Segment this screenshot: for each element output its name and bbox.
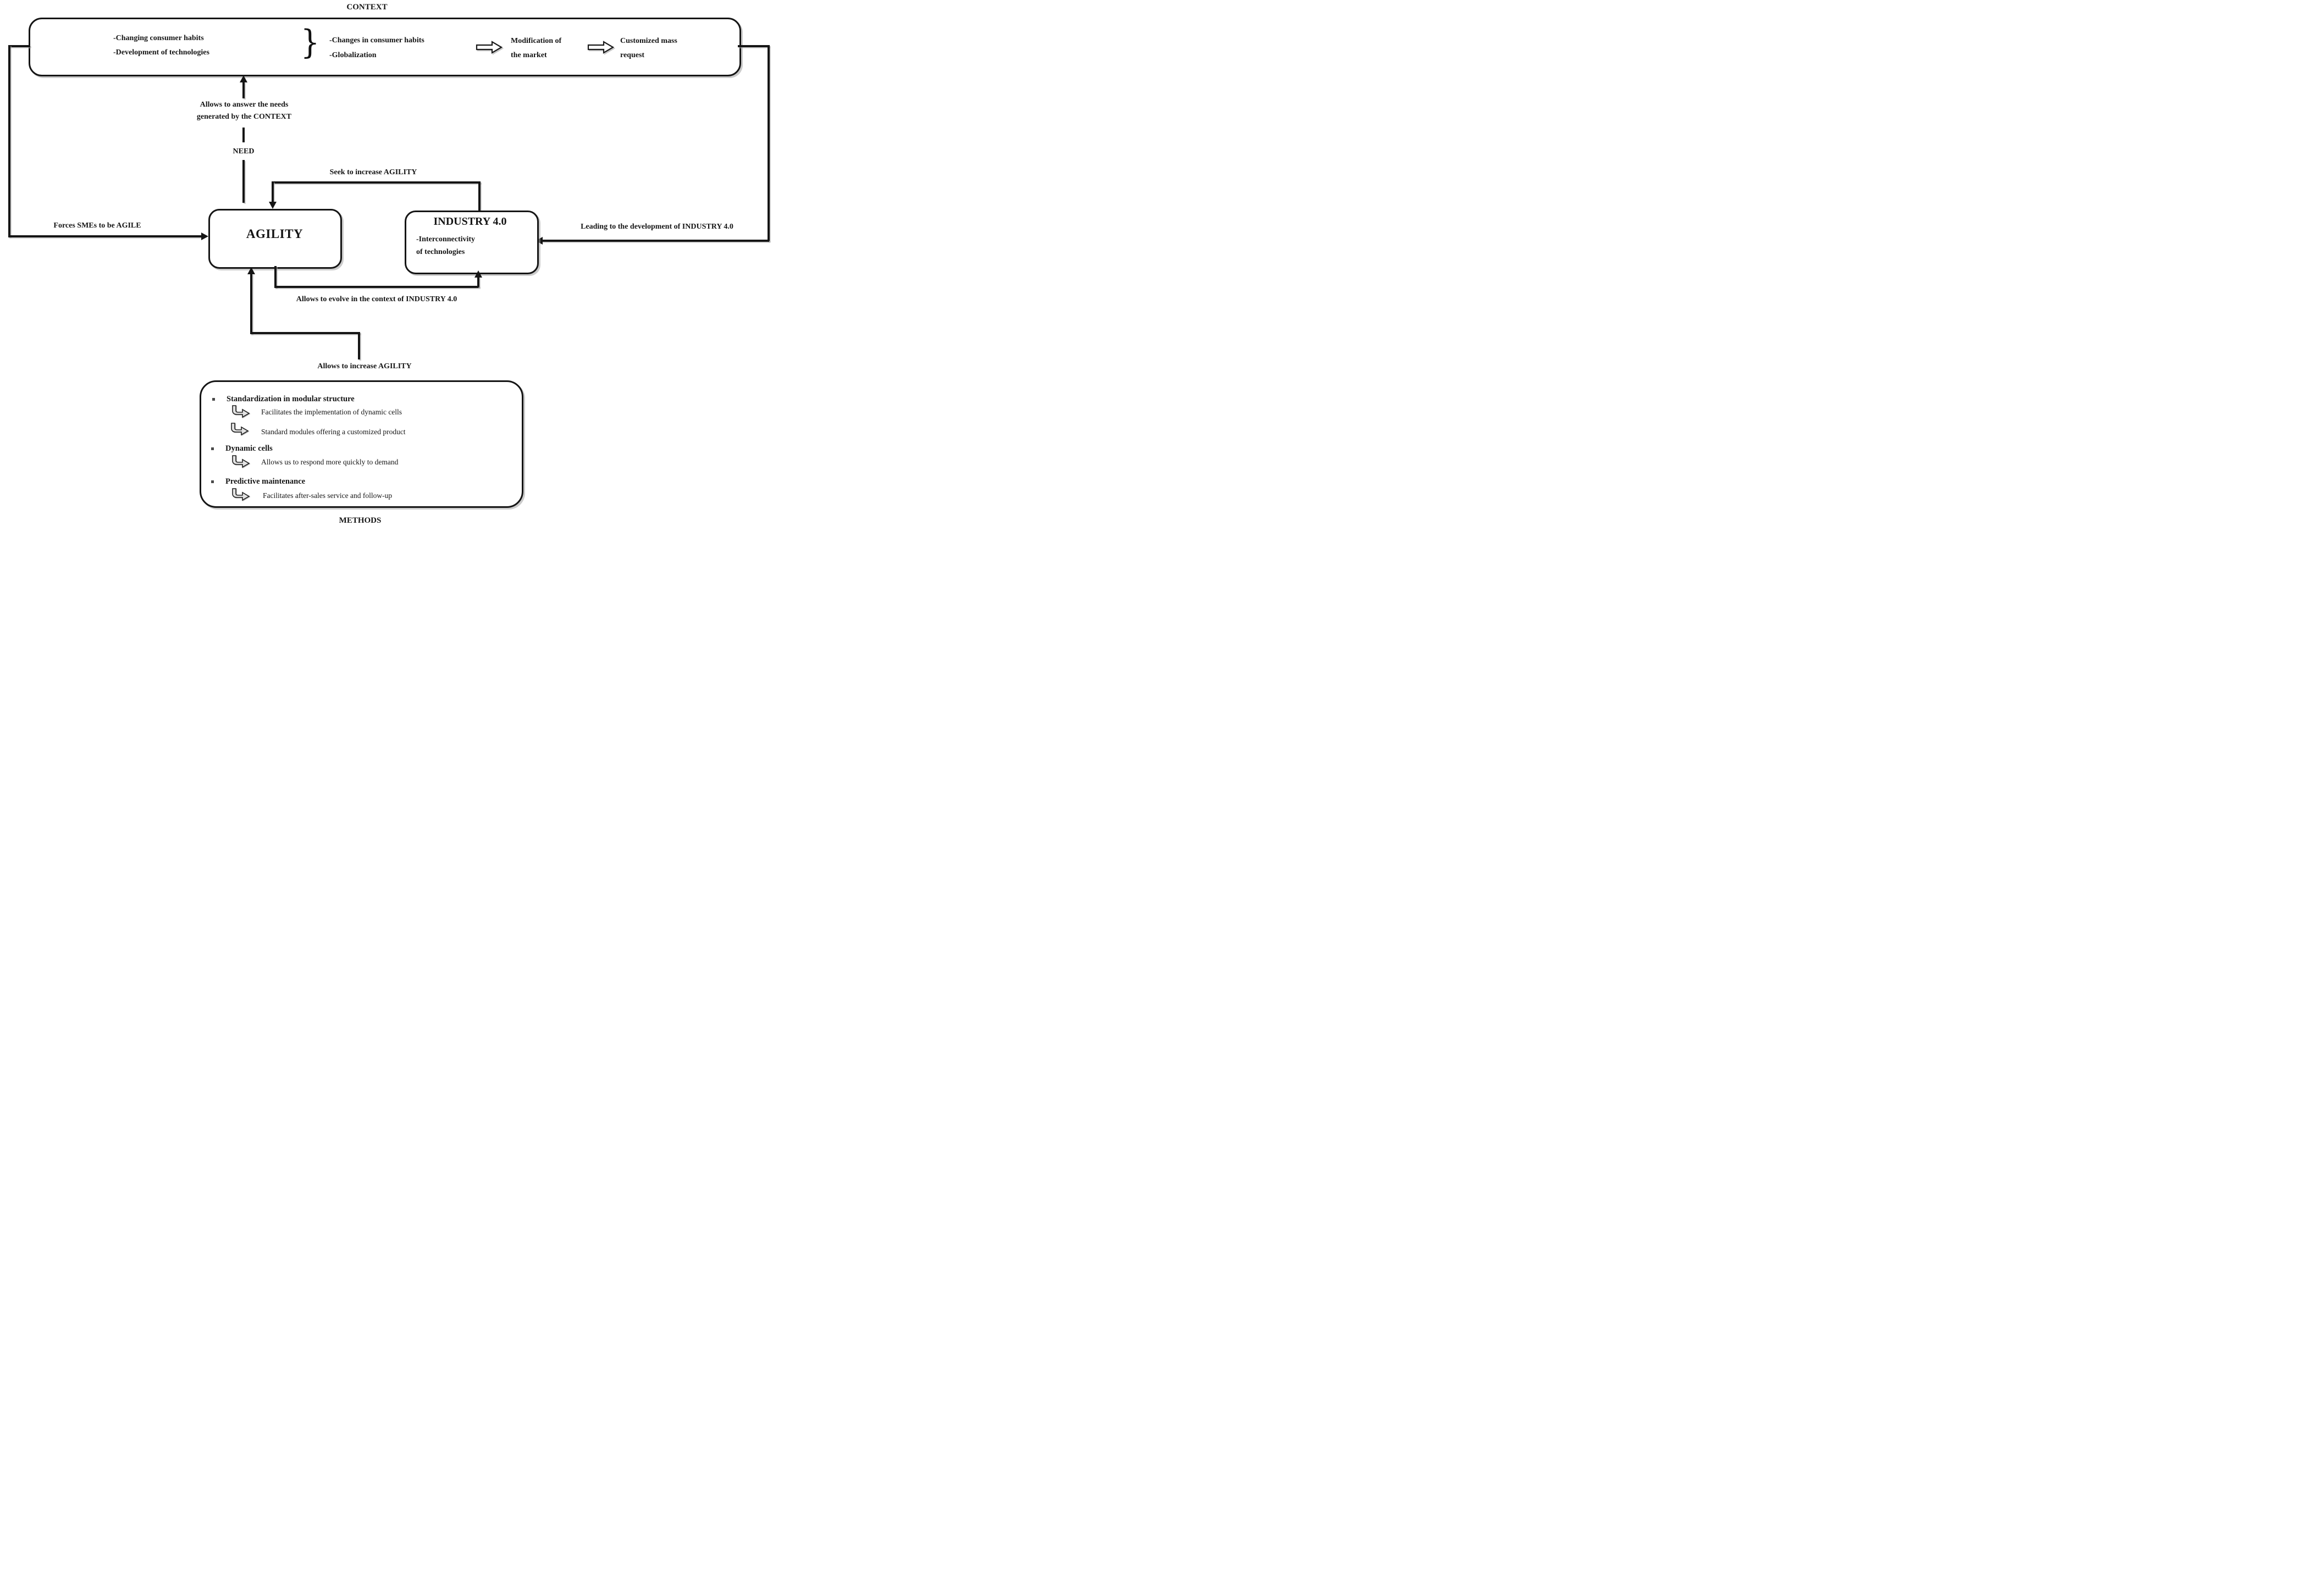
block-arrow-icon (587, 41, 615, 54)
method-item-label: Dynamic cells (225, 444, 273, 453)
block-arrow-icon (476, 41, 503, 54)
evolve-line-right-vertical (477, 277, 479, 287)
increase-line-vertical (250, 274, 252, 334)
method-item-label: Predictive maintenance (225, 477, 306, 486)
request-label-line2: request (620, 51, 645, 59)
industry-title: INDUSTRY 4.0 (433, 215, 507, 228)
industry-sub: -Interconnectivity of technologies (416, 233, 475, 258)
bullet-icon (211, 447, 214, 450)
increase-label: Allows to increase AGILITY (317, 362, 412, 370)
need-note: Allows to answer the needs generated by … (181, 99, 307, 123)
market-label: Modification of the market (511, 34, 561, 63)
need-arrowhead-up (240, 75, 247, 82)
seek-arrowhead-down (269, 202, 277, 209)
need-line-segment-bottom (242, 160, 245, 203)
increase-line-vertical2 (358, 332, 360, 359)
increase-arrowhead-up (247, 267, 255, 274)
method-item-label: Standardization in modular structure (227, 395, 355, 403)
forces-arrow-line (8, 235, 202, 237)
evolve-line-horizontal (274, 286, 479, 288)
leading-arrow-line (542, 240, 769, 242)
bullet-icon (211, 480, 214, 483)
method-sub-label: Standard modules offering a customized p… (261, 428, 406, 436)
right-connector-stub (738, 45, 769, 47)
market-label-line2: the market (511, 51, 547, 59)
need-note-line2: generated by the CONTEXT (196, 113, 292, 121)
brace-icon: } (300, 23, 320, 62)
context-title: CONTEXT (346, 3, 388, 12)
right-connector-vertical (768, 45, 770, 241)
seek-line-right-vertical (478, 181, 481, 212)
industry-box (405, 211, 539, 274)
context-drivers-line2: -Development of technologies (113, 48, 209, 57)
left-connector-stub (8, 45, 30, 47)
market-label-line1: Modification of (511, 37, 562, 45)
hook-arrow-icon (232, 488, 250, 501)
context-box (29, 18, 741, 76)
forces-arrowhead (201, 232, 208, 240)
need-label: NEED (233, 147, 255, 156)
left-connector-vertical (8, 45, 10, 237)
context-consequences-line1: -Changes in consumer habits (329, 36, 424, 45)
increase-line-horizontal (250, 332, 360, 334)
methods-box: Standardization in modular structure Fac… (200, 380, 523, 508)
industry-sub-line2: of technologies (416, 248, 465, 256)
seek-line-left-vertical (272, 181, 274, 202)
evolve-line-left-vertical (274, 266, 277, 288)
context-consequences: -Changes in consumer habits -Globalizati… (329, 33, 424, 63)
context-drivers: -Changing consumer habits -Development o… (113, 31, 209, 60)
request-label-line1: Customized mass (620, 37, 677, 45)
industry-sub-line1: -Interconnectivity (416, 235, 476, 243)
hook-arrow-icon (232, 455, 250, 468)
hook-arrow-icon (231, 423, 249, 436)
need-line-segment-top (242, 82, 245, 98)
bullet-icon (212, 398, 215, 401)
evolve-label: Allows to evolve in the context of INDUS… (296, 295, 457, 303)
evolve-arrowhead-up (474, 270, 482, 278)
request-label: Customized mass request (620, 34, 677, 63)
methods-title: METHODS (339, 516, 382, 525)
method-sub-label: Facilitates after-sales service and foll… (263, 491, 393, 500)
context-consequences-line2: -Globalization (329, 51, 377, 59)
diagram-canvas: CONTEXT -Changing consumer habits -Devel… (0, 0, 775, 530)
agility-title: AGILITY (246, 227, 303, 241)
leading-label: Leading to the development of INDUSTRY 4… (581, 223, 733, 231)
context-drivers-line1: -Changing consumer habits (113, 34, 204, 42)
hook-arrow-icon (232, 405, 250, 418)
seek-label: Seek to increase AGILITY (329, 168, 417, 176)
agility-box (208, 209, 342, 269)
need-line-segment-mid (242, 128, 245, 142)
method-sub-label: Allows us to respond more quickly to dem… (261, 458, 399, 466)
seek-line-horizontal (272, 181, 481, 184)
forces-label: Forces SMEs to be AGILE (53, 222, 141, 230)
need-note-line1: Allows to answer the needs (200, 101, 289, 109)
method-sub-label: Facilitates the implementation of dynami… (261, 408, 402, 416)
